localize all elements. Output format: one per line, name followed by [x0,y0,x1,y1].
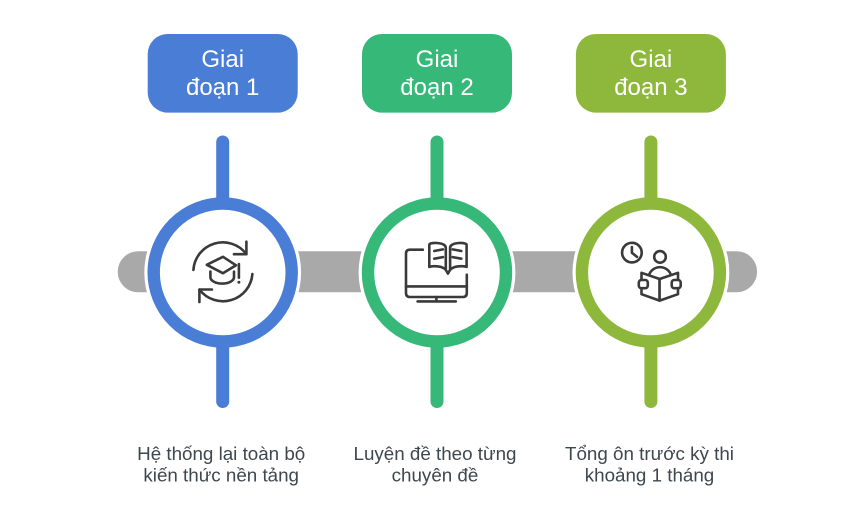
svg-text:Giai: Giai [416,46,459,73]
svg-text:Hệ thống lại toàn bộ: Hệ thống lại toàn bộ [137,443,305,464]
svg-text:đoạn 2: đoạn 2 [400,74,473,101]
svg-text:đoạn 3: đoạn 3 [614,74,687,101]
svg-text:Giai: Giai [630,46,673,73]
svg-text:chuyên đề: chuyên đề [392,465,479,486]
svg-text:Luyện đề theo từng: Luyện đề theo từng [354,443,517,464]
svg-text:Giai: Giai [201,46,244,73]
svg-text:Tổng ôn trước kỳ thi: Tổng ôn trước kỳ thi [565,443,734,464]
svg-text:khoảng 1 tháng: khoảng 1 tháng [585,465,715,486]
svg-text:đoạn 1: đoạn 1 [186,74,259,101]
svg-text:kiến thức nền tảng: kiến thức nền tảng [143,465,299,486]
